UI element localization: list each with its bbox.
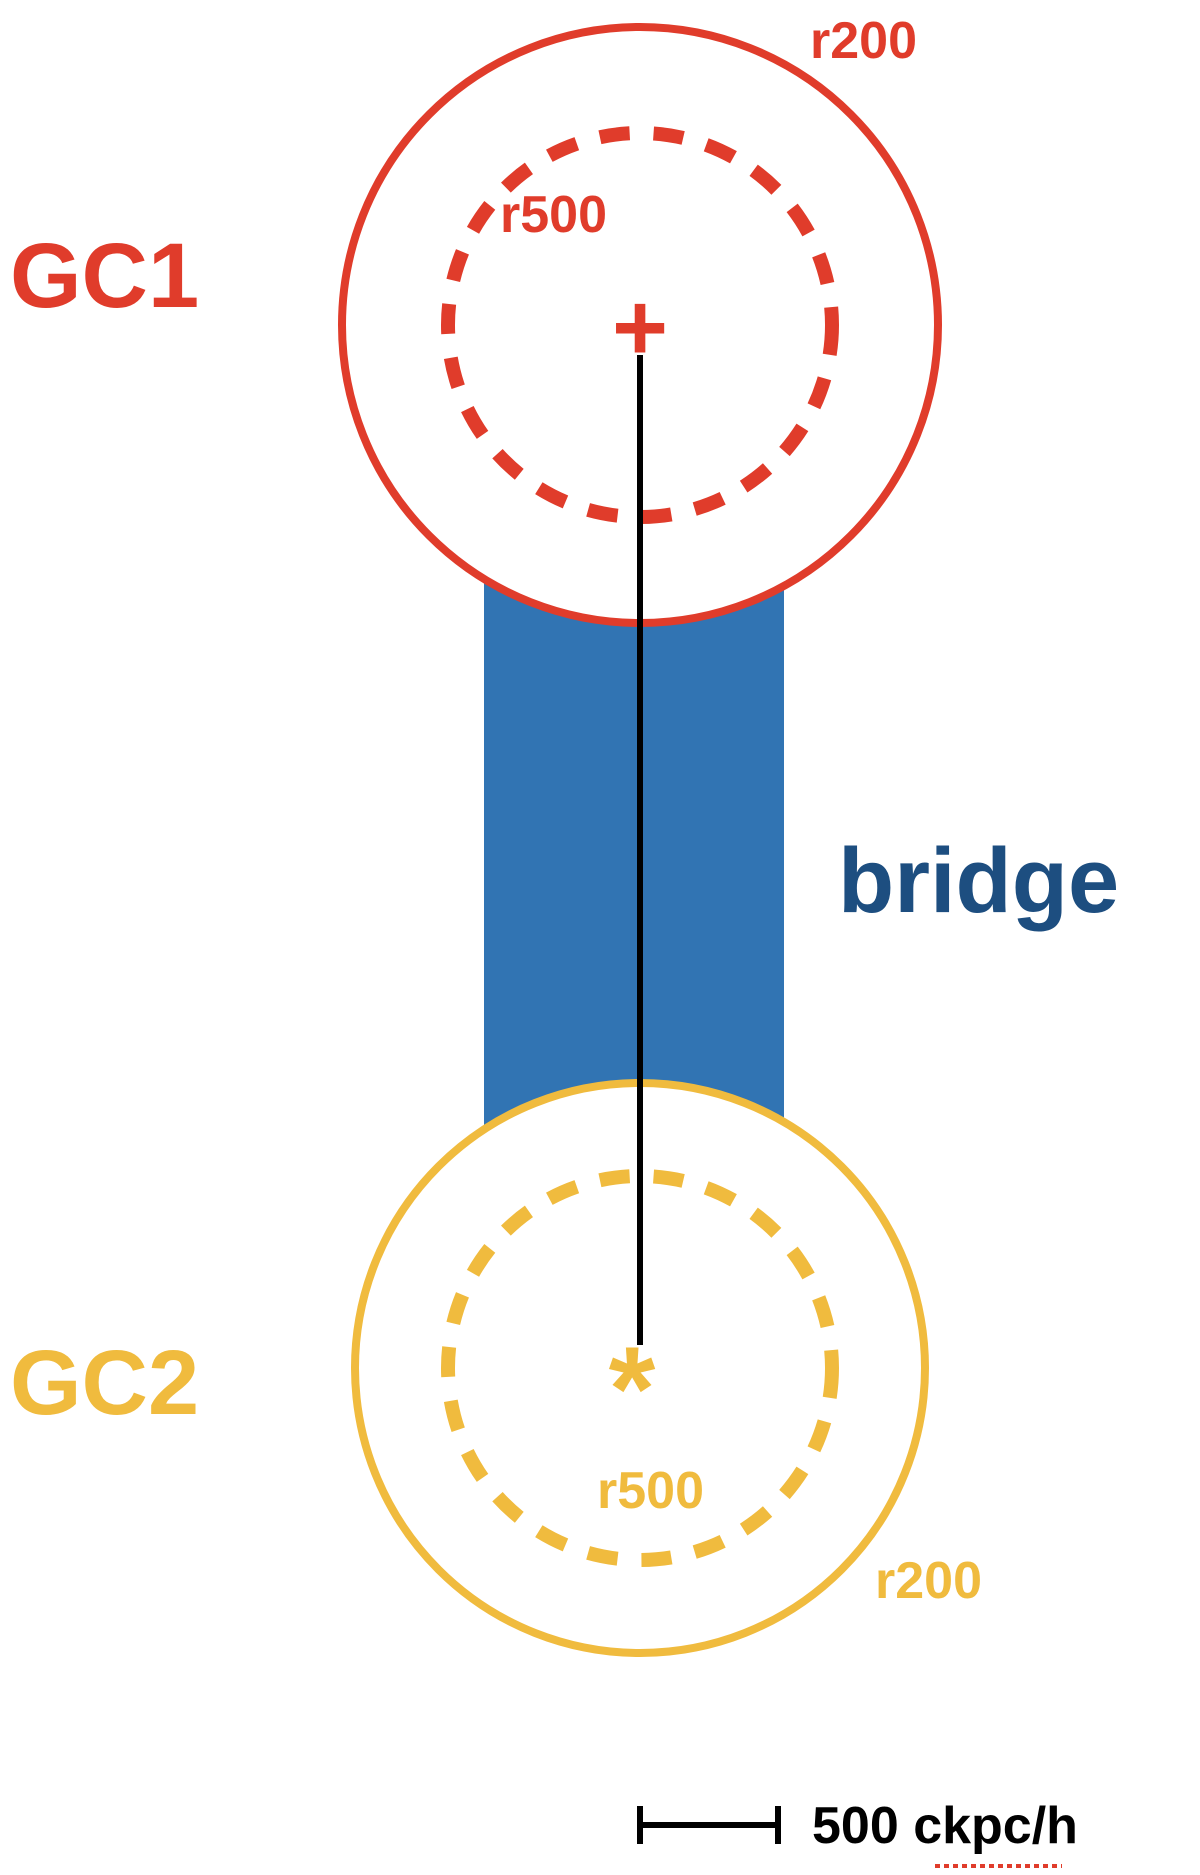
gc2-r500-label: r500 <box>597 1462 704 1520</box>
gc1-label: GC1 <box>10 225 199 327</box>
bridge-label: bridge <box>838 830 1119 932</box>
gc1-r500-circle <box>441 126 839 524</box>
gc2-r200-label: r200 <box>875 1552 982 1610</box>
scale-bar: 500 ckpc/h <box>637 1797 1078 1868</box>
bridge-region <box>484 560 784 1150</box>
scale-bar-label: 500 ckpc/h <box>812 1797 1078 1855</box>
gc2-center-marker: * <box>609 1322 656 1456</box>
gc1-center-marker: + <box>612 274 668 381</box>
gc1-r200-label: r200 <box>810 12 917 70</box>
gc1-r500-label: r500 <box>500 186 607 244</box>
gc2-r500-circle <box>441 1169 839 1567</box>
gc2-label: GC2 <box>10 1332 199 1434</box>
